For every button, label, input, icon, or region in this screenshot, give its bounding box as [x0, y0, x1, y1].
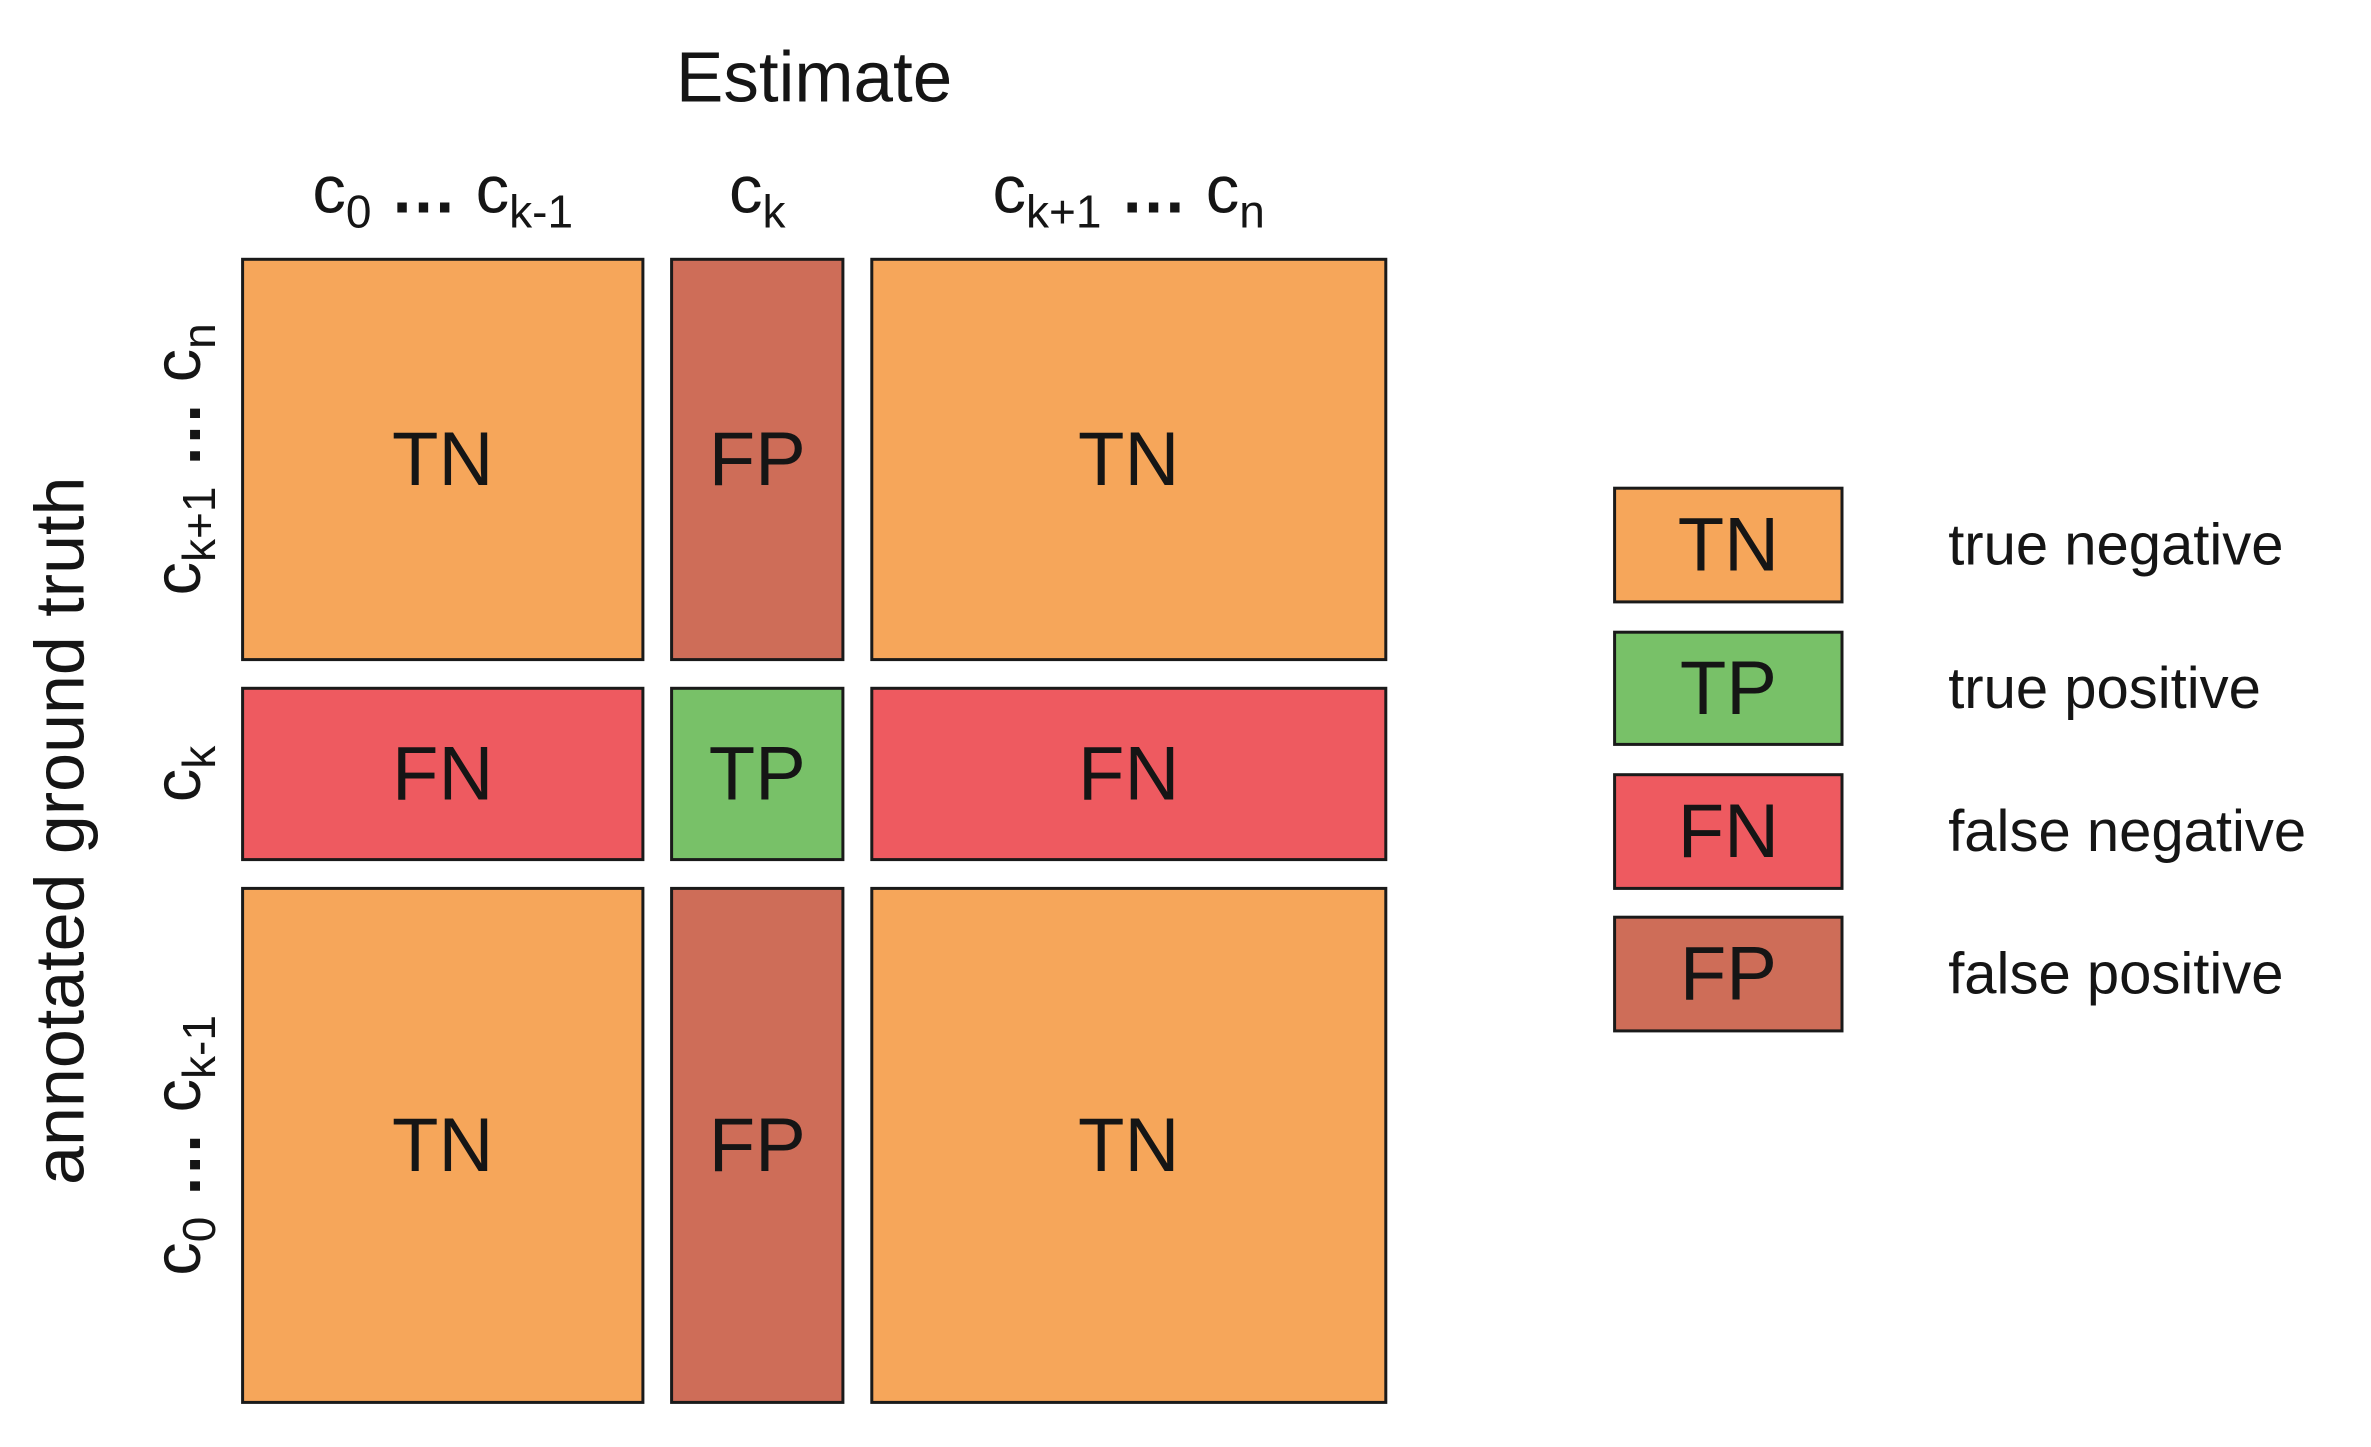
matrix-cell-r0-c0: TN	[241, 257, 645, 662]
matrix-cell-label: FP	[709, 417, 806, 502]
matrix-cell-label: TP	[709, 732, 806, 817]
x-class-label-1: ck	[729, 152, 787, 237]
matrix-cell-r0-c1: FP	[670, 257, 845, 662]
legend-swatch	[1613, 773, 1844, 890]
legend-swatch	[1613, 486, 1844, 604]
matrix-cell-r2-c1: FP	[670, 886, 845, 1404]
matrix-cell-rect	[870, 886, 1388, 1404]
matrix-cell-rect	[670, 886, 845, 1404]
matrix-cell-r2-c0: TN	[241, 886, 645, 1404]
matrix-cell-label: TN	[392, 1103, 493, 1188]
matrix-cell-label: TN	[392, 417, 493, 502]
y-axis-title: annotated ground truth	[20, 477, 98, 1185]
y-class-label-1: ck	[140, 745, 225, 803]
x-class-label-0: c0 … ck-1	[312, 152, 573, 237]
matrix-cell-r1-c1: TP	[670, 686, 845, 862]
legend-description: false positive	[1948, 942, 2283, 1007]
legend-description: true positive	[1948, 656, 2261, 721]
legend-swatch-label: TN	[1678, 503, 1779, 588]
matrix-cell-r0-c2: TN	[870, 257, 1388, 662]
legend-item-fp: FP false positive	[1613, 915, 2283, 1033]
matrix-cell-label: FN	[392, 732, 493, 817]
legend-swatch	[1613, 630, 1844, 746]
matrix-cell-label: TN	[1078, 1103, 1179, 1188]
matrix-cell-r1-c2: FN	[870, 686, 1388, 862]
matrix-cell-rect	[670, 686, 845, 862]
matrix-cell-rect	[241, 686, 645, 862]
matrix-cell-label: TN	[1078, 417, 1179, 502]
matrix-cell-r2-c2: TN	[870, 886, 1388, 1404]
x-axis-title: Estimate	[676, 39, 952, 118]
legend-item-fn: FN false negative	[1613, 773, 2306, 890]
legend-description: false negative	[1948, 799, 2306, 864]
legend-description: true negative	[1948, 513, 2283, 578]
matrix-cell-rect	[870, 257, 1388, 662]
matrix-cell-rect	[241, 257, 645, 662]
y-class-label-2: c0 … ck-1	[140, 1015, 225, 1276]
y-class-label-0: ck+1 … cn	[140, 323, 225, 595]
legend-swatch-label: FP	[1680, 932, 1777, 1017]
legend-item-tn: TN true negative	[1613, 486, 2284, 604]
matrix-cell-rect	[870, 686, 1388, 862]
legend-item-tp: TP true positive	[1613, 630, 2261, 746]
legend-swatch-label: TP	[1680, 646, 1777, 731]
legend-swatch	[1613, 915, 1844, 1033]
matrix-cell-label: FN	[1078, 732, 1179, 817]
legend-swatch-label: FN	[1678, 789, 1779, 874]
x-class-label-2: ck+1 … cn	[993, 152, 1265, 237]
matrix-cell-r1-c0: FN	[241, 686, 645, 862]
matrix-cell-label: FP	[709, 1103, 806, 1188]
matrix-cell-rect	[670, 257, 845, 662]
matrix-cell-rect	[241, 886, 645, 1404]
